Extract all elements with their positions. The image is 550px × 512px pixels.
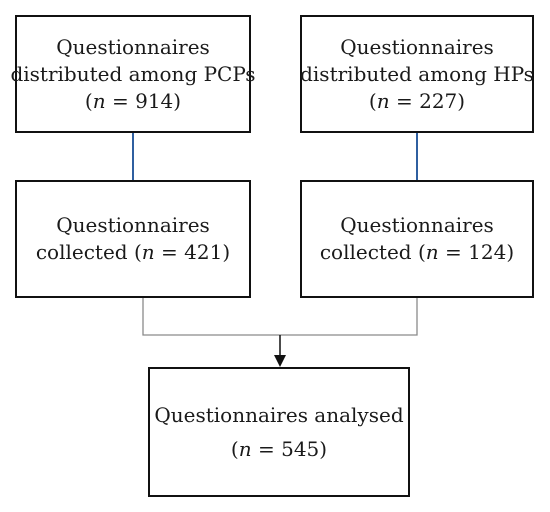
analysed-count: (n = 545) [230, 437, 328, 461]
hp-distributed-box: Questionnaires distributed among HPs (n … [300, 15, 534, 133]
analysed-box: Questionnaires analysed (n = 545) [148, 367, 410, 497]
pcp-distributed-count: (n = 914) [84, 88, 182, 113]
analysed-line1: Questionnaires analysed [154, 403, 404, 427]
hp-collected-line1: Questionnaires [340, 213, 494, 237]
merge-connector [142, 298, 418, 336]
hp-distributed-count: (n = 227) [368, 88, 466, 113]
hp-distributed-line1: Questionnaires [340, 34, 494, 59]
pcp-distributed-line1: Questionnaires [56, 34, 210, 59]
hp-collected-box: Questionnaires collected (n = 124) [300, 180, 534, 298]
pcp-collected-count: collected (n = 421) [35, 240, 231, 264]
pcp-collected-box: Questionnaires collected (n = 421) [15, 180, 251, 298]
pcp-distributed-box: Questionnaires distributed among PCPs (n… [10, 15, 256, 133]
pcp-collected-line1: Questionnaires [56, 213, 210, 237]
hp-distributed-line2: distributed among HPs [300, 61, 534, 86]
arrow-head [274, 355, 286, 367]
hp-collected-count: collected (n = 124) [319, 240, 515, 264]
pcp-distributed-line2: distributed among PCPs [10, 61, 256, 86]
